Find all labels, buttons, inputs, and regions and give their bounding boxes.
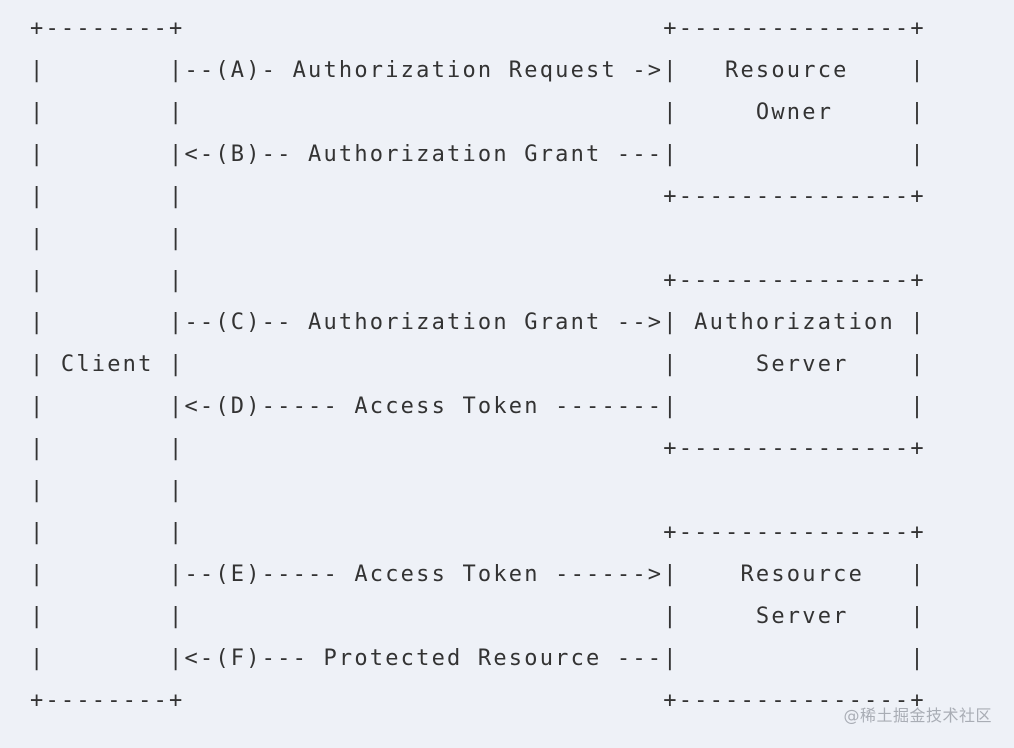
diagram-line: | | | Owner | xyxy=(30,100,926,125)
diagram-line: | | | Server | xyxy=(30,604,926,629)
diagram-line: | |<-(D)----- Access Token -------| | xyxy=(30,394,926,419)
oauth-flow-ascii-diagram: +--------+ +---------------+ | |--(A)- Au… xyxy=(30,8,926,722)
diagram-line: | | +---------------+ xyxy=(30,184,926,209)
diagram-line: | |<-(B)-- Authorization Grant ---| | xyxy=(30,142,926,167)
diagram-line: +--------+ +---------------+ xyxy=(30,688,926,713)
diagram-line: | |<-(F)--- Protected Resource ---| | xyxy=(30,646,926,671)
diagram-line: | | xyxy=(30,226,185,251)
diagram-line: +--------+ +---------------+ xyxy=(30,16,926,41)
diagram-line: | | xyxy=(30,478,185,503)
diagram-line: | |--(E)----- Access Token ------>| Reso… xyxy=(30,562,926,587)
diagram-line: | Client | | Server | xyxy=(30,352,926,377)
diagram-line: | |--(A)- Authorization Request ->| Reso… xyxy=(30,58,926,83)
diagram-line: | | +---------------+ xyxy=(30,268,926,293)
diagram-line: | | +---------------+ xyxy=(30,436,926,461)
diagram-line: | | +---------------+ xyxy=(30,520,926,545)
diagram-line: | |--(C)-- Authorization Grant -->| Auth… xyxy=(30,310,926,335)
watermark: @稀土掘金技术社区 xyxy=(843,706,992,725)
